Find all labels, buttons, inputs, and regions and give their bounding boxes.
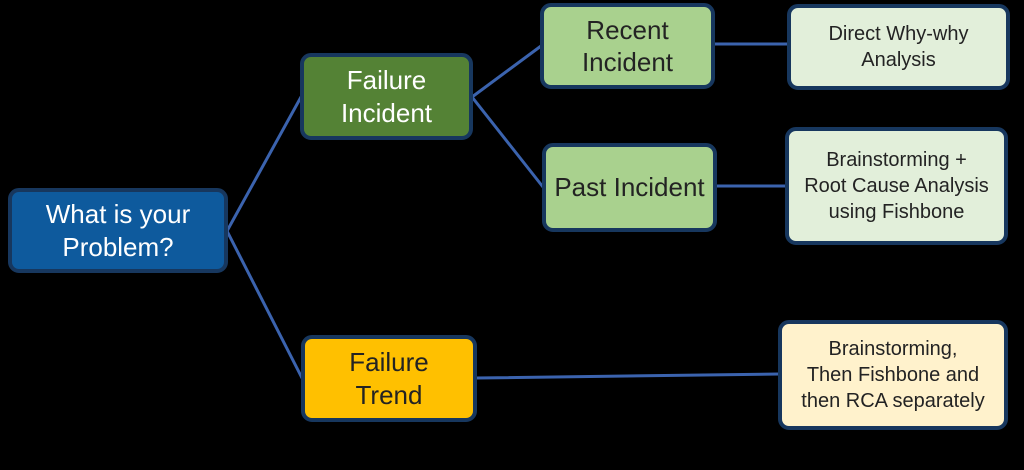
node-past-incident: Past Incident: [542, 143, 717, 232]
node-label-line: Problem?: [62, 231, 174, 262]
node-label-line: Past Incident: [554, 172, 705, 203]
node-failure-trend: Failure Trend: [301, 335, 477, 422]
edge-failure-incident-to-recent-incident: [470, 44, 543, 99]
node-label-line: Analysis: [861, 49, 936, 71]
node-recent-incident: Recent Incident: [540, 3, 715, 89]
node-label-line: Trend: [355, 379, 423, 410]
node-label-line: Failure: [346, 65, 427, 95]
node-label-line: using Fishbone: [828, 201, 965, 223]
node-label-line: then RCA separately: [801, 390, 985, 412]
node-label-line: Recent: [586, 14, 669, 45]
node-brainstorming-root-cause-fishbone: Brainstorming + Root Cause Analysis usin…: [785, 127, 1008, 245]
node-direct-why-why-analysis: Direct Why-why Analysis: [787, 4, 1010, 90]
node-label-line: Failure: [349, 347, 429, 377]
node-label-line: Direct Why-why: [828, 23, 969, 45]
edge-problem-to-failure-trend: [225, 229, 304, 380]
node-label-line: Incident: [340, 97, 433, 128]
node-brainstorming-then-fishbone-rca: Brainstorming, Then Fishbone and then RC…: [778, 320, 1008, 430]
node-label-line: Brainstorming +: [826, 149, 967, 171]
edge-failure-trend-to-brainstorming-separate: [474, 372, 781, 380]
node-label-line: Incident: [581, 47, 674, 77]
node-label-line: Then Fishbone and: [806, 364, 980, 386]
node-problem: What is your Problem?: [8, 188, 228, 273]
node-label-line: Root Cause Analysis: [804, 175, 989, 197]
edge-problem-to-failure-incident: [225, 95, 303, 233]
edge-failure-incident-to-past-incident: [470, 95, 545, 189]
node-label-line: Brainstorming,: [828, 338, 958, 360]
node-failure-incident: Failure Incident: [300, 53, 473, 140]
node-label-line: What is your: [45, 199, 191, 229]
